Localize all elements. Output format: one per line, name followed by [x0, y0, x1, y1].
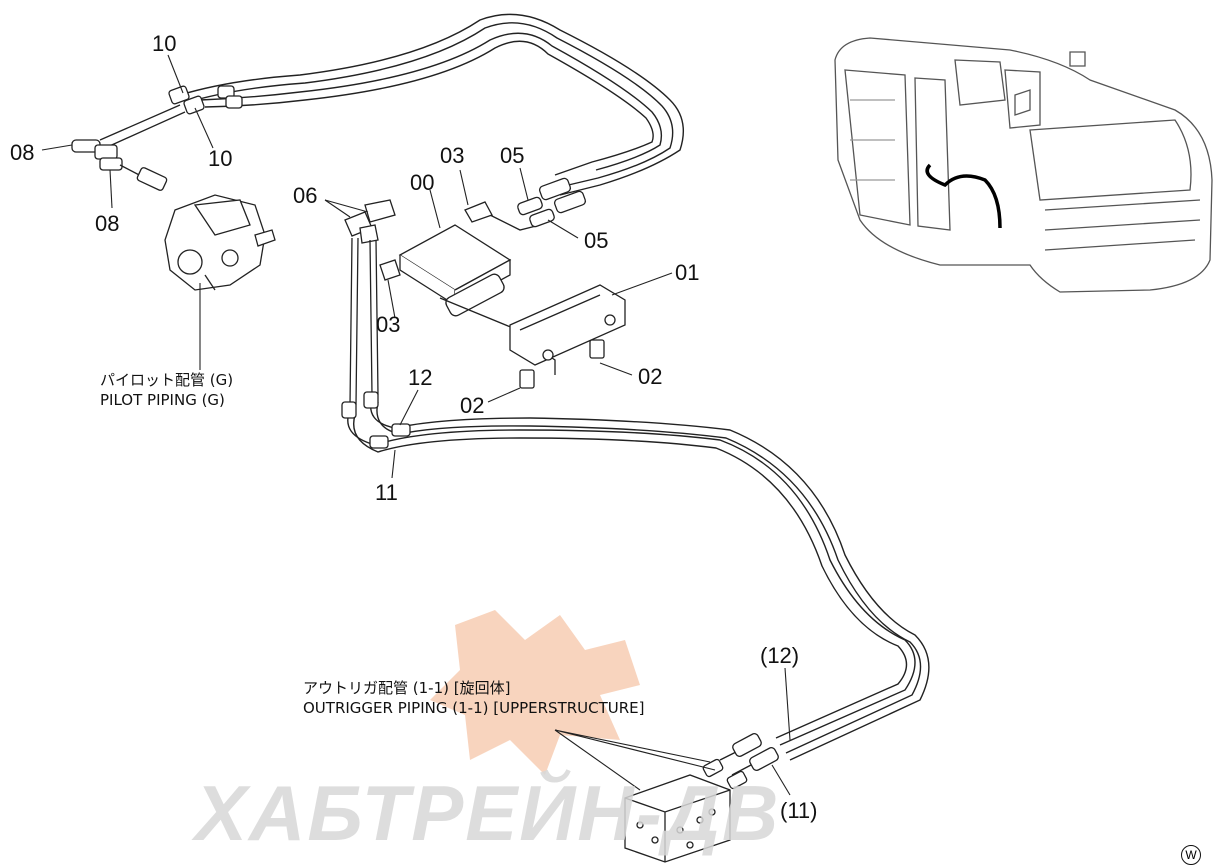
callout-05-right: 05 — [584, 228, 609, 253]
left-fittings — [71, 85, 243, 191]
watermark-text: ХАБТРЕЙН-ДВ — [195, 769, 781, 857]
pilot-piping-en: PILOT PIPING (G) — [100, 391, 225, 410]
leader-lines — [41, 54, 791, 796]
outrigger-piping-jp: アウトリガ配管 (1-1) [旋回体] — [303, 679, 511, 697]
bracket-assembly — [379, 201, 626, 375]
excavator-pipe-route — [925, 163, 1002, 229]
lower-fittings — [341, 391, 779, 790]
callout-06: 06 — [293, 183, 318, 208]
callout-12-ref: (12) — [760, 643, 800, 668]
callout-02-right: 02 — [638, 364, 663, 389]
callout-08-bottom: 08 — [95, 211, 120, 236]
callout-02-left: 02 — [460, 393, 485, 418]
callout-05-top: 05 — [500, 143, 525, 168]
upper-hoses — [179, 13, 684, 196]
callout-08-left: 08 — [10, 140, 35, 165]
callout-12: 12 — [408, 365, 433, 390]
outrigger-piping-en: OUTRIGGER PIPING (1-1) [UPPERSTRUCTURE] — [303, 699, 645, 718]
callout-11-ref: (11) — [780, 798, 818, 823]
vertical-pipes — [349, 237, 379, 406]
callout-10-top: 10 — [152, 31, 177, 56]
callout-10-bottom: 10 — [208, 146, 233, 171]
callout-01: 01 — [675, 260, 700, 285]
outrigger-piping-note: アウトリガ配管 (1-1) [旋回体] OUTRIGGER PIPING (1-… — [303, 678, 645, 719]
excavator-outline — [834, 37, 1213, 293]
callout-11: 11 — [375, 480, 398, 505]
pilot-valve — [164, 194, 276, 291]
outrigger-block — [624, 774, 731, 863]
callout-03-top: 03 — [440, 143, 465, 168]
pilot-piping-note: パイロット配管 (G) PILOT PIPING (G) — [100, 370, 233, 411]
watermark-logo — [430, 610, 640, 775]
center-fittings — [344, 177, 605, 389]
callout-03-bottom: 03 — [376, 312, 401, 337]
callout-00: 00 — [410, 170, 435, 195]
lower-hoses — [347, 397, 930, 776]
pilot-piping-jp: パイロット配管 (G) — [100, 371, 234, 389]
corner-mark: W — [1181, 845, 1201, 865]
